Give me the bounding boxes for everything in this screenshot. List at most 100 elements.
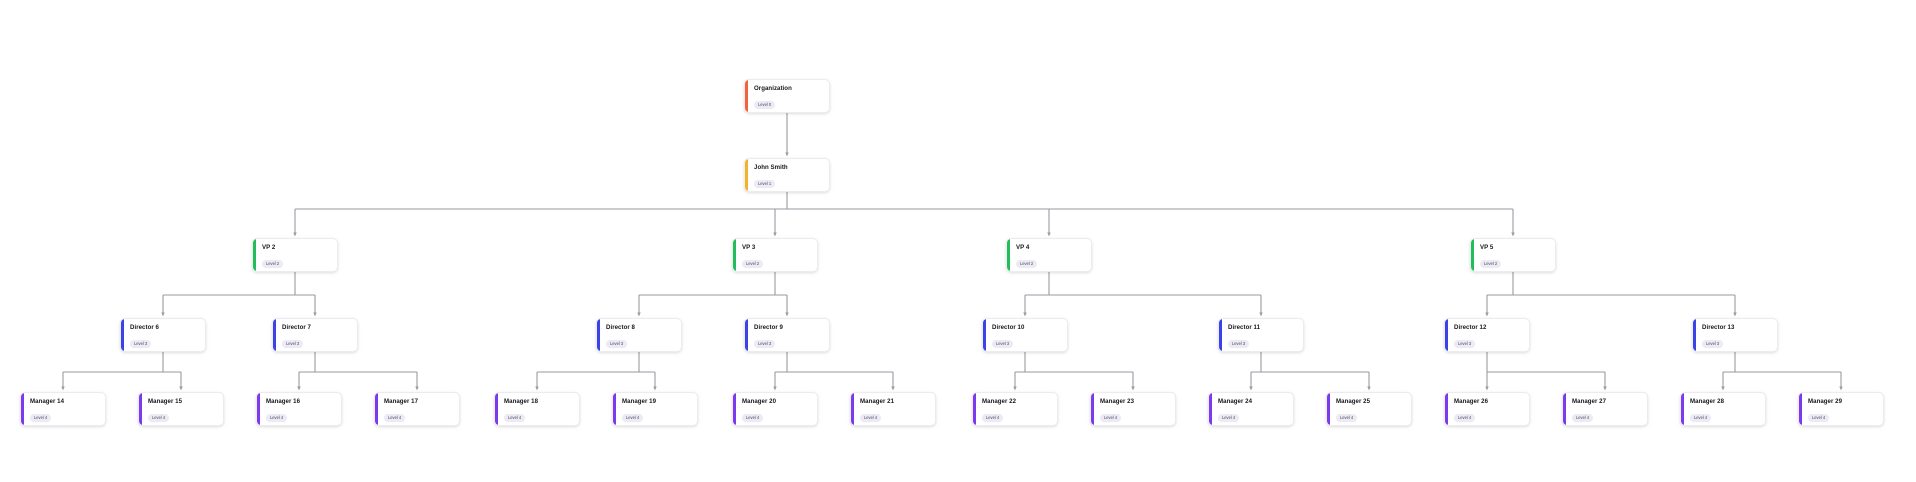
node-title: Manager 26 bbox=[1454, 398, 1489, 405]
node-level-badge: Level 4 bbox=[266, 413, 288, 422]
node-accent-bar bbox=[745, 319, 748, 351]
org-node-director-7[interactable]: Director 7 Level 3 bbox=[272, 318, 358, 352]
node-level-badge: Level 4 bbox=[1572, 413, 1594, 422]
node-level-badge: Level 3 bbox=[130, 339, 152, 348]
node-title: VP 3 bbox=[742, 244, 756, 251]
node-title: Manager 29 bbox=[1808, 398, 1843, 405]
node-accent-bar bbox=[257, 393, 260, 425]
node-level-badge: Level 4 bbox=[384, 413, 406, 422]
org-node-manager-29[interactable]: Manager 29 Level 4 bbox=[1798, 392, 1884, 426]
node-accent-bar bbox=[273, 319, 276, 351]
node-level-badge: Level 4 bbox=[1690, 413, 1712, 422]
node-accent-bar bbox=[1007, 239, 1010, 271]
node-title: Manager 25 bbox=[1336, 398, 1371, 405]
node-accent-bar bbox=[1445, 319, 1448, 351]
node-accent-bar bbox=[21, 393, 24, 425]
node-level-badge: Level 2 bbox=[1480, 259, 1502, 268]
node-level-badge: Level 3 bbox=[1228, 339, 1250, 348]
node-level-badge: Level 4 bbox=[622, 413, 644, 422]
org-node-manager-25[interactable]: Manager 25 Level 4 bbox=[1326, 392, 1412, 426]
node-accent-bar bbox=[745, 80, 748, 112]
org-node-manager-17[interactable]: Manager 17 Level 4 bbox=[374, 392, 460, 426]
node-body: Manager 19 Level 4 bbox=[622, 398, 693, 424]
node-level-badge: Level 4 bbox=[1218, 413, 1240, 422]
node-title: Director 7 bbox=[282, 324, 311, 331]
org-node-manager-19[interactable]: Manager 19 Level 4 bbox=[612, 392, 698, 426]
node-body: Manager 17 Level 4 bbox=[384, 398, 455, 424]
node-title: Manager 17 bbox=[384, 398, 419, 405]
node-accent-bar bbox=[1681, 393, 1684, 425]
node-title: Manager 15 bbox=[148, 398, 183, 405]
node-title: Director 10 bbox=[992, 324, 1025, 331]
org-node-manager-16[interactable]: Manager 16 Level 4 bbox=[256, 392, 342, 426]
org-node-manager-14[interactable]: Manager 14 Level 4 bbox=[20, 392, 106, 426]
org-node-vp-5[interactable]: VP 5 Level 2 bbox=[1470, 238, 1556, 272]
node-title: Manager 14 bbox=[30, 398, 65, 405]
node-accent-bar bbox=[1563, 393, 1566, 425]
node-body: Manager 25 Level 4 bbox=[1336, 398, 1407, 424]
node-title: Manager 16 bbox=[266, 398, 301, 405]
node-level-badge: Level 3 bbox=[1702, 339, 1724, 348]
node-level-badge: Level 3 bbox=[606, 339, 628, 348]
node-level-badge: Level 4 bbox=[30, 413, 52, 422]
node-title: Manager 18 bbox=[504, 398, 539, 405]
node-title: Manager 23 bbox=[1100, 398, 1135, 405]
node-accent-bar bbox=[597, 319, 600, 351]
node-level-badge: Level 4 bbox=[1808, 413, 1830, 422]
node-accent-bar bbox=[375, 393, 378, 425]
node-accent-bar bbox=[495, 393, 498, 425]
node-level-badge: Level 3 bbox=[282, 339, 304, 348]
node-title: Director 9 bbox=[754, 324, 783, 331]
node-title: VP 2 bbox=[262, 244, 276, 251]
node-level-badge: Level 1 bbox=[754, 179, 776, 188]
node-accent-bar bbox=[1209, 393, 1212, 425]
node-level-badge: Level 3 bbox=[754, 339, 776, 348]
node-body: Manager 29 Level 4 bbox=[1808, 398, 1879, 424]
node-accent-bar bbox=[733, 239, 736, 271]
node-title: VP 5 bbox=[1480, 244, 1494, 251]
node-title: Manager 19 bbox=[622, 398, 657, 405]
node-title: Manager 22 bbox=[982, 398, 1017, 405]
node-level-badge: Level 4 bbox=[1336, 413, 1358, 422]
org-node-director-9[interactable]: Director 9 Level 3 bbox=[744, 318, 830, 352]
node-body: Director 7 Level 3 bbox=[282, 324, 353, 350]
node-body: Manager 16 Level 4 bbox=[266, 398, 337, 424]
node-title: VP 4 bbox=[1016, 244, 1030, 251]
